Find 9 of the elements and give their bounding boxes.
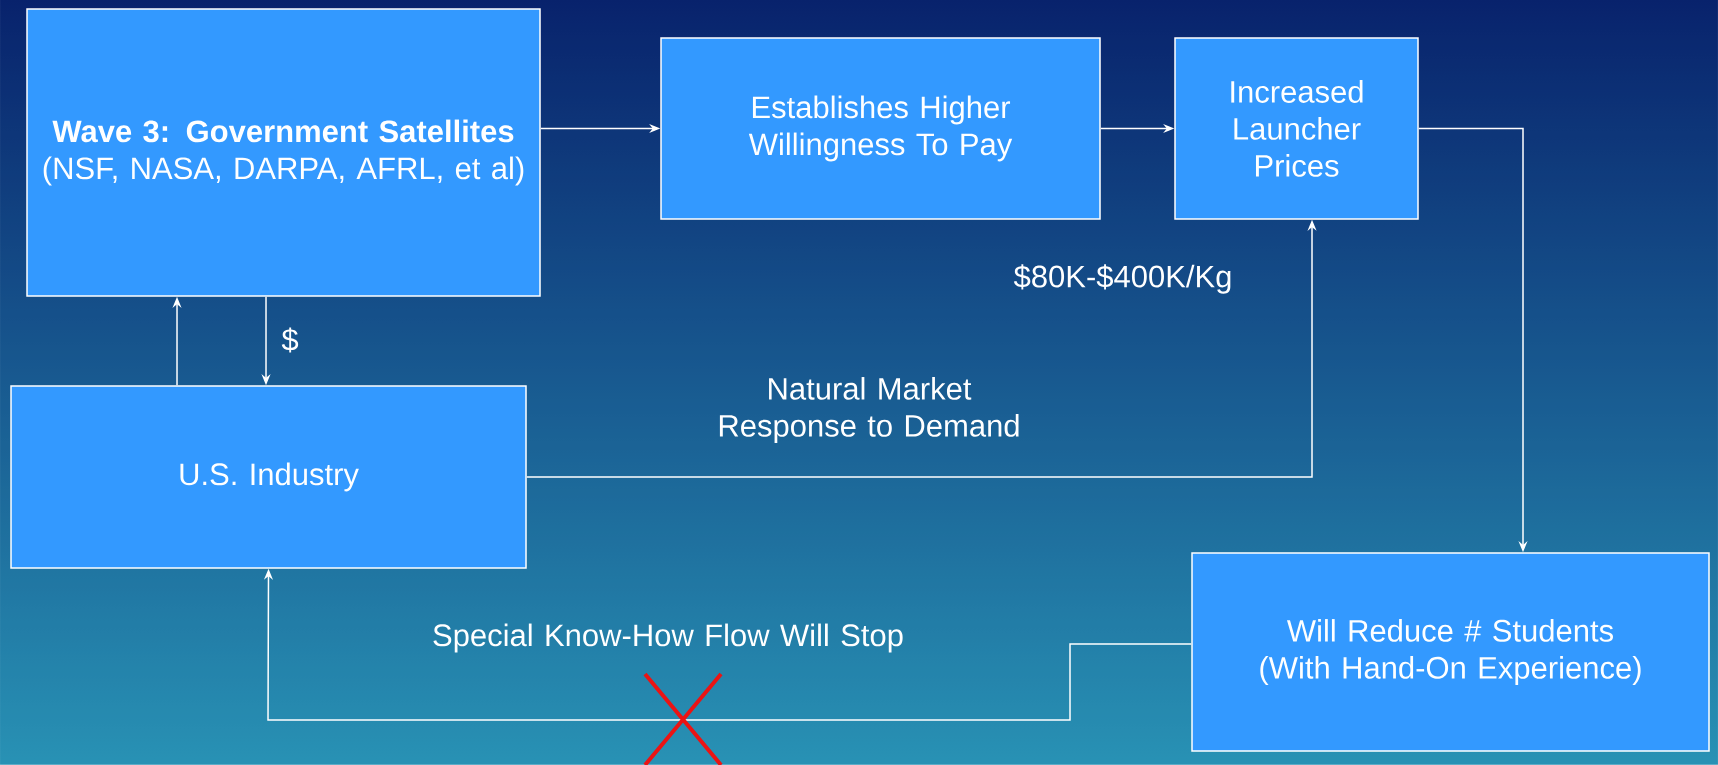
process-box: Increased Launcher Prices <box>1174 37 1419 220</box>
process-box: Establishes Higher Willingness To Pay <box>660 37 1101 220</box>
edge-label: Special Know-How Flow Will Stop <box>433 623 903 653</box>
process-box: U.S. Industry <box>10 385 527 569</box>
edge-label: $ <box>281 327 299 353</box>
edge-label: Natural Market Response to Demand <box>719 377 1019 443</box>
process-box: Will Reduce # Students (With Hand-On Experience) <box>1191 552 1710 752</box>
price-label: $80K-$400K/Kg <box>1013 264 1231 294</box>
process-box: Wave 3: Government Satellites (NSF, NASA, DARPA, AFRL, et al) <box>26 8 541 297</box>
